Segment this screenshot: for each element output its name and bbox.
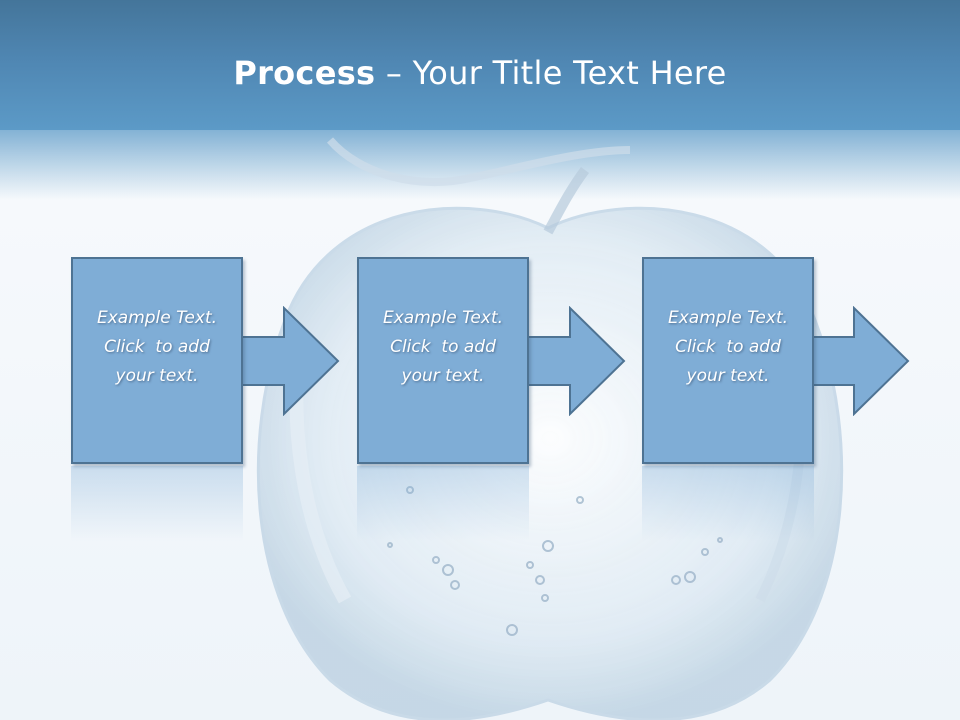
step-line-3: your text. xyxy=(686,366,770,386)
process-step-2-text: Example Text. Click to add your text. xyxy=(368,304,518,391)
slide-title-bold: Process xyxy=(233,54,376,92)
step-line-3: your text. xyxy=(115,366,199,386)
slide-title[interactable]: Process – Your Title Text Here xyxy=(0,54,960,92)
process-step-3-box[interactable]: Example Text. Click to add your text. xyxy=(642,257,814,464)
title-fade xyxy=(0,130,960,200)
step-line-2: Click to add xyxy=(675,337,781,357)
process-step-2-reflection xyxy=(357,466,529,541)
step-line-3: your text. xyxy=(401,366,485,386)
arrow-3-icon xyxy=(807,306,910,416)
step-line-1: Example Text. xyxy=(96,308,218,328)
process-step-1-box[interactable]: Example Text. Click to add your text. xyxy=(71,257,243,464)
step-line-2: Click to add xyxy=(104,337,210,357)
process-step-3-reflection xyxy=(642,466,814,541)
process-step-3-text: Example Text. Click to add your text. xyxy=(653,304,803,391)
step-line-1: Example Text. xyxy=(382,308,504,328)
process-step-2-box[interactable]: Example Text. Click to add your text. xyxy=(357,257,529,464)
arrow-1-icon xyxy=(237,306,340,416)
arrow-2-icon xyxy=(523,306,626,416)
process-step-1-text: Example Text. Click to add your text. xyxy=(82,304,232,391)
process-step-1-reflection xyxy=(71,466,243,541)
slide-title-rest: – Your Title Text Here xyxy=(375,54,727,92)
title-bar xyxy=(0,0,960,130)
step-line-1: Example Text. xyxy=(667,308,789,328)
step-line-2: Click to add xyxy=(390,337,496,357)
